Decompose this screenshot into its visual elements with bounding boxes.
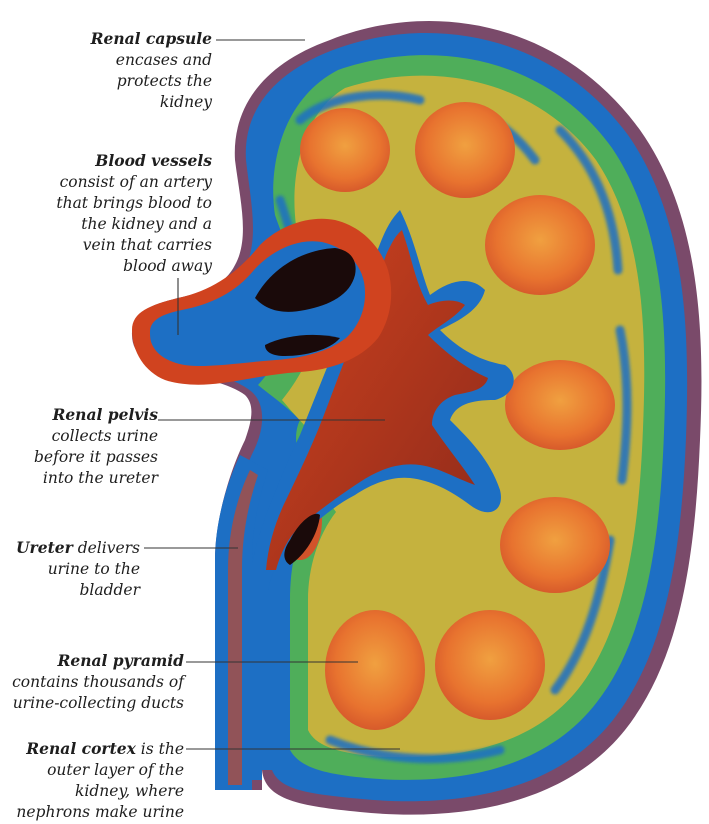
annotation-line: protects the — [91, 71, 212, 92]
labels-column: Renal capsule encases and protects the k… — [0, 0, 212, 824]
annotation-blood-vessels: Blood vessels consist of an artery that … — [56, 150, 212, 277]
annotation-line: urine-collecting ducts — [12, 693, 184, 714]
annotation-term: Renal pelvis — [52, 405, 158, 424]
annotation-line: into the ureter — [34, 468, 158, 489]
annotation-line: contains thousands of — [12, 672, 184, 693]
annotation-term: Renal capsule — [91, 29, 212, 48]
annotation-line: urine to the — [16, 559, 140, 580]
annotation-line: delivers — [73, 539, 140, 557]
annotation-line: collects urine — [34, 426, 158, 447]
annotation-ureter: Ureter delivers urine to the bladder — [16, 537, 140, 601]
annotation-line: vein that carries — [56, 235, 212, 256]
annotation-line: outer layer of the — [16, 760, 184, 781]
annotation-term: Renal pyramid — [57, 651, 184, 670]
annotation-term: Blood vessels — [95, 151, 212, 170]
annotation-renal-pyramid: Renal pyramid contains thousands of urin… — [12, 650, 184, 714]
annotation-line: is the — [136, 740, 184, 758]
annotation-line: kidney — [91, 92, 212, 113]
annotation-renal-pelvis: Renal pelvis collects urine before it pa… — [34, 404, 158, 489]
annotation-line: bladder — [16, 580, 140, 601]
annotation-line: that brings blood to — [56, 193, 212, 214]
annotation-line: consist of an artery — [56, 172, 212, 193]
annotation-line: encases and — [91, 50, 212, 71]
annotation-renal-capsule: Renal capsule encases and protects the k… — [91, 28, 212, 113]
annotation-line: nephrons make urine — [16, 802, 184, 823]
annotation-line: kidney, where — [16, 781, 184, 802]
annotation-line: the kidney and a — [56, 214, 212, 235]
annotation-term: Ureter — [16, 538, 73, 557]
annotation-line: blood away — [56, 256, 212, 277]
annotation-renal-cortex: Renal cortex is the outer layer of the k… — [16, 738, 184, 823]
annotation-term: Renal cortex — [26, 739, 136, 758]
annotation-line: before it passes — [34, 447, 158, 468]
